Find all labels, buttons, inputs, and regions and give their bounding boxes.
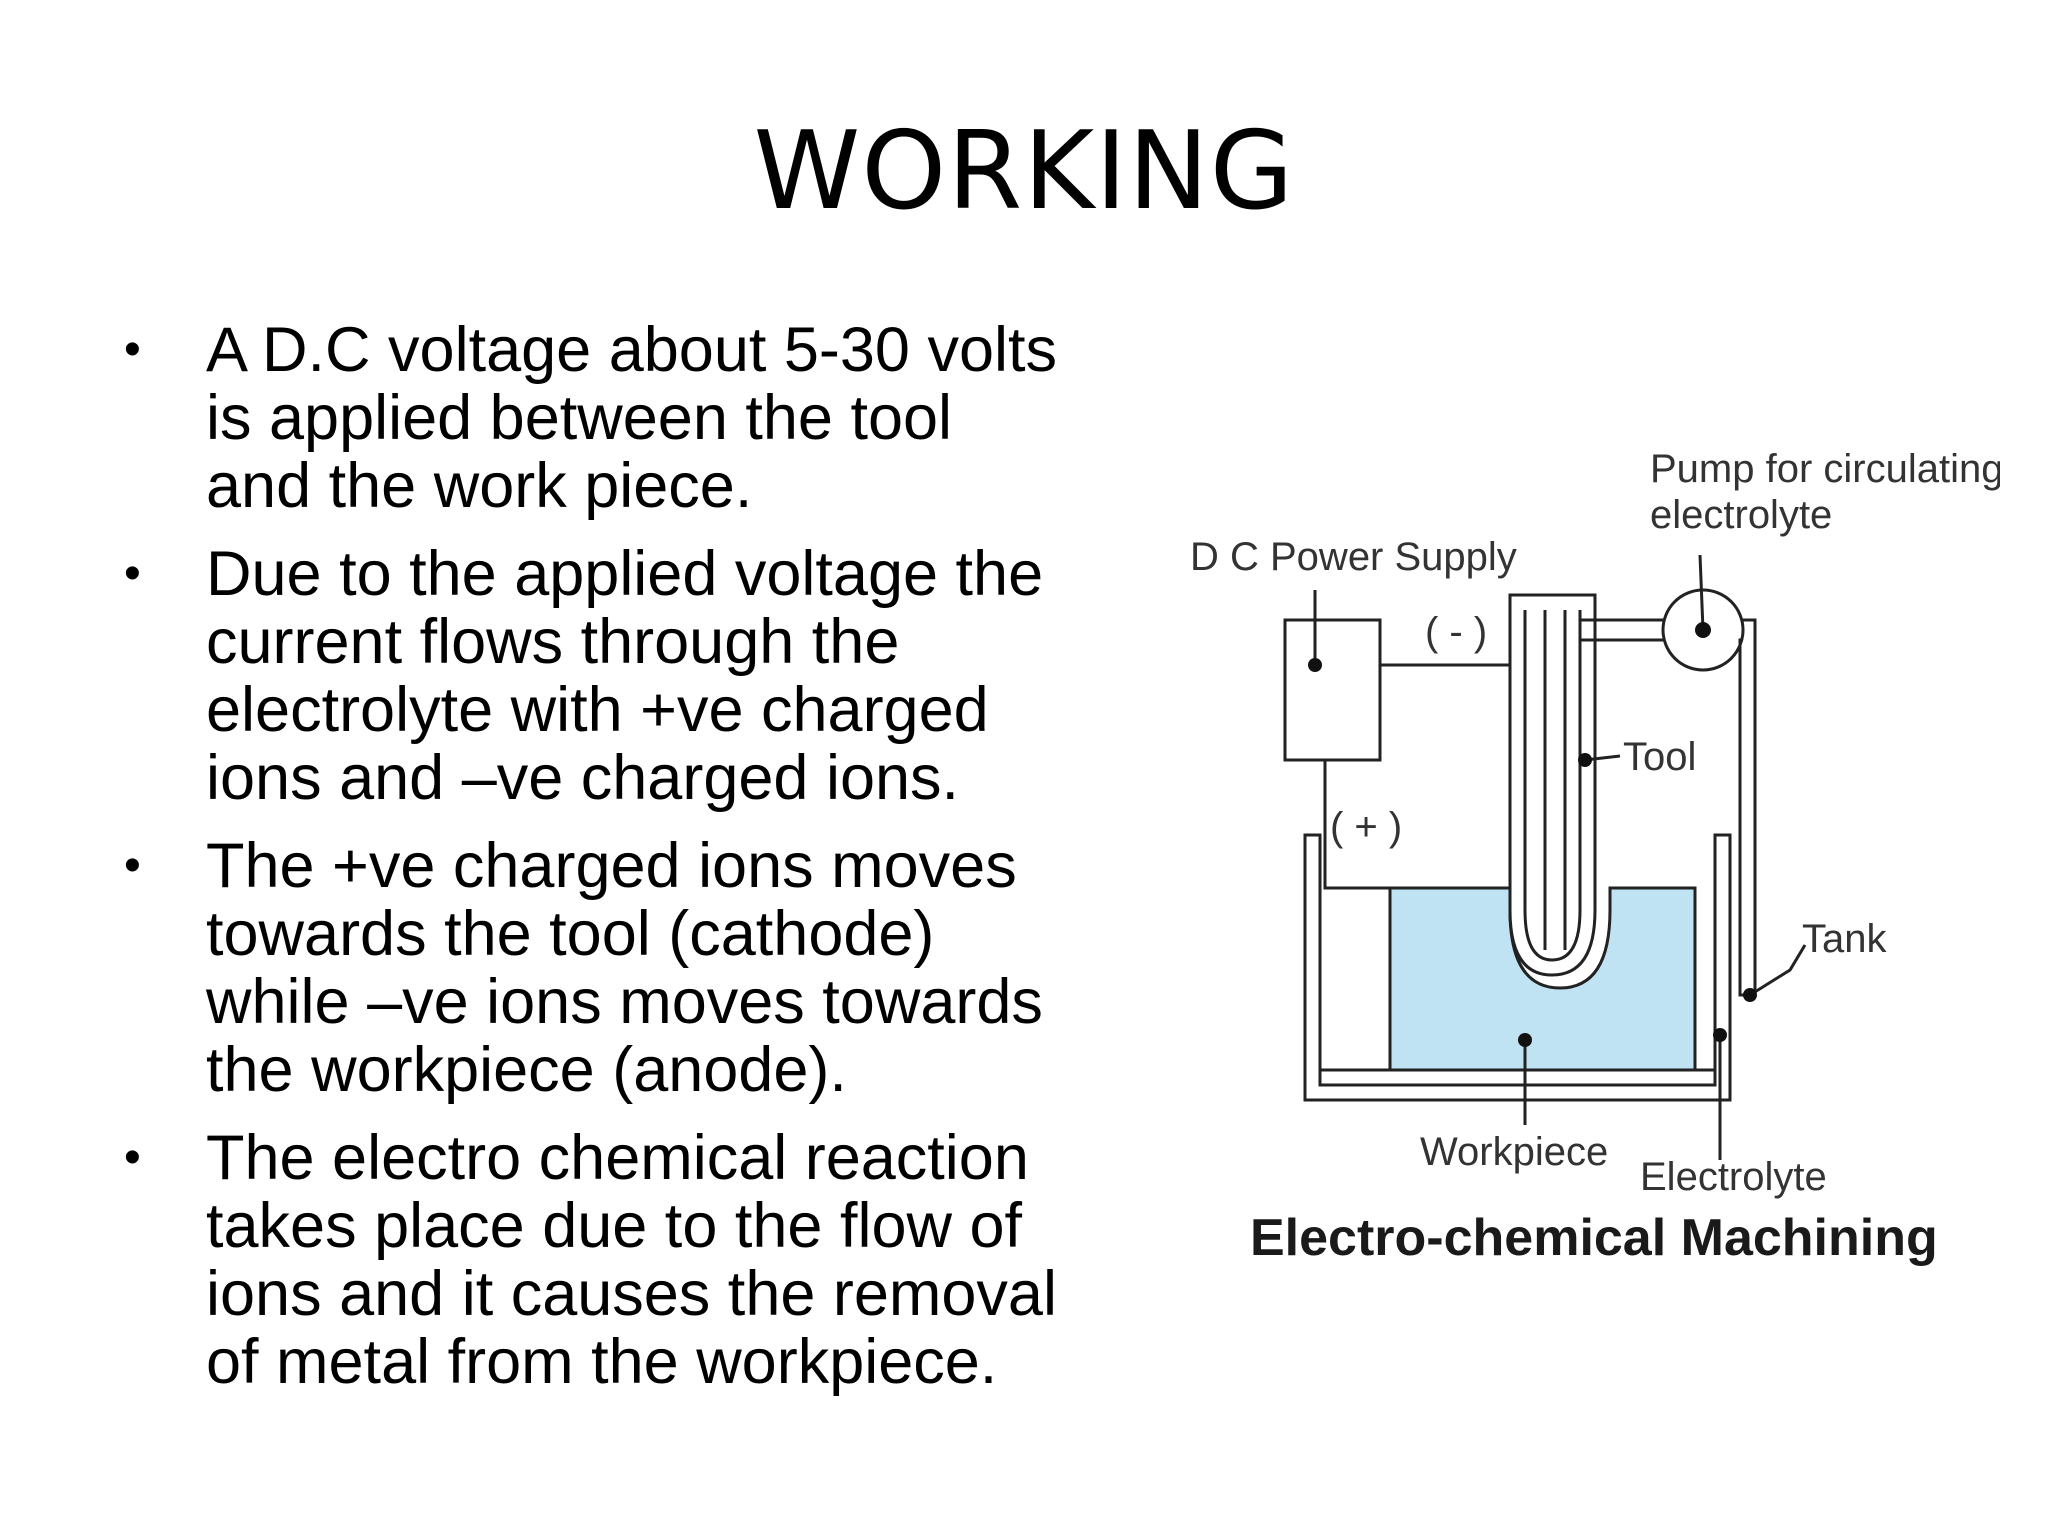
dot-tank	[1743, 988, 1757, 1002]
pump-pipe-left	[1580, 618, 1663, 642]
label-pump-line2: electrolyte	[1650, 493, 1832, 537]
tool-channel	[1543, 610, 1567, 950]
label-tool: Tool	[1623, 735, 1696, 779]
bullet-dot-icon: •	[124, 1131, 141, 1184]
dot-dc	[1308, 658, 1322, 672]
bullet-item: • A D.C voltage about 5-30 volts is appl…	[120, 316, 1210, 520]
dot-tool	[1578, 753, 1592, 767]
bullet-list: • A D.C voltage about 5-30 volts is appl…	[120, 316, 1210, 1416]
dot-electrolyte	[1713, 1028, 1727, 1042]
label-negative: ( - )	[1425, 610, 1487, 654]
label-positive: ( + )	[1330, 805, 1402, 849]
tank-outer-wall	[1303, 833, 1732, 1102]
label-workpiece: Workpiece	[1420, 1130, 1608, 1174]
pump-pipe-right	[1738, 618, 1757, 997]
leader-pump	[1698, 554, 1705, 631]
label-electrolyte: Electrolyte	[1640, 1155, 1827, 1199]
bullet-dot-icon: •	[124, 323, 141, 376]
tool-inner-left	[1523, 610, 1582, 962]
bullet-item: • The +ve charged ions moves towards the…	[120, 832, 1210, 1104]
diagram-caption: Electro-chemical Machining	[1250, 1209, 1938, 1267]
bullet-text: The +ve charged ions moves towards the t…	[206, 831, 1043, 1105]
ecm-diagram: Pump for circulating electrolyte D C Pow…	[1180, 440, 2000, 1320]
bullet-item: • The electro chemical reaction takes pl…	[120, 1124, 1210, 1396]
bullet-text: A D.C voltage about 5-30 volts is applie…	[206, 315, 1057, 521]
dot-pump	[1695, 622, 1711, 638]
wire-positive	[1323, 760, 1390, 890]
bullet-text: Due to the applied voltage the current f…	[206, 539, 1044, 813]
bullet-dot-icon: •	[124, 547, 141, 600]
bullet-item: • Due to the applied voltage the current…	[120, 540, 1210, 812]
dc-power-supply-box	[1283, 618, 1382, 762]
tool-outer	[1508, 593, 1597, 977]
label-dc-power-supply: D C Power Supply	[1190, 535, 1517, 579]
slide-title: WORKING	[753, 109, 1295, 234]
label-tank: Tank	[1802, 917, 1887, 961]
bullet-text: The electro chemical reaction takes plac…	[206, 1123, 1057, 1397]
label-pump-line1: Pump for circulating	[1650, 447, 2000, 491]
ecm-diagram-svg: Pump for circulating electrolyte D C Pow…	[1190, 447, 2000, 1267]
dot-workpiece	[1518, 1033, 1532, 1047]
leader-tank	[1749, 944, 1807, 997]
bullet-dot-icon: •	[124, 839, 141, 892]
